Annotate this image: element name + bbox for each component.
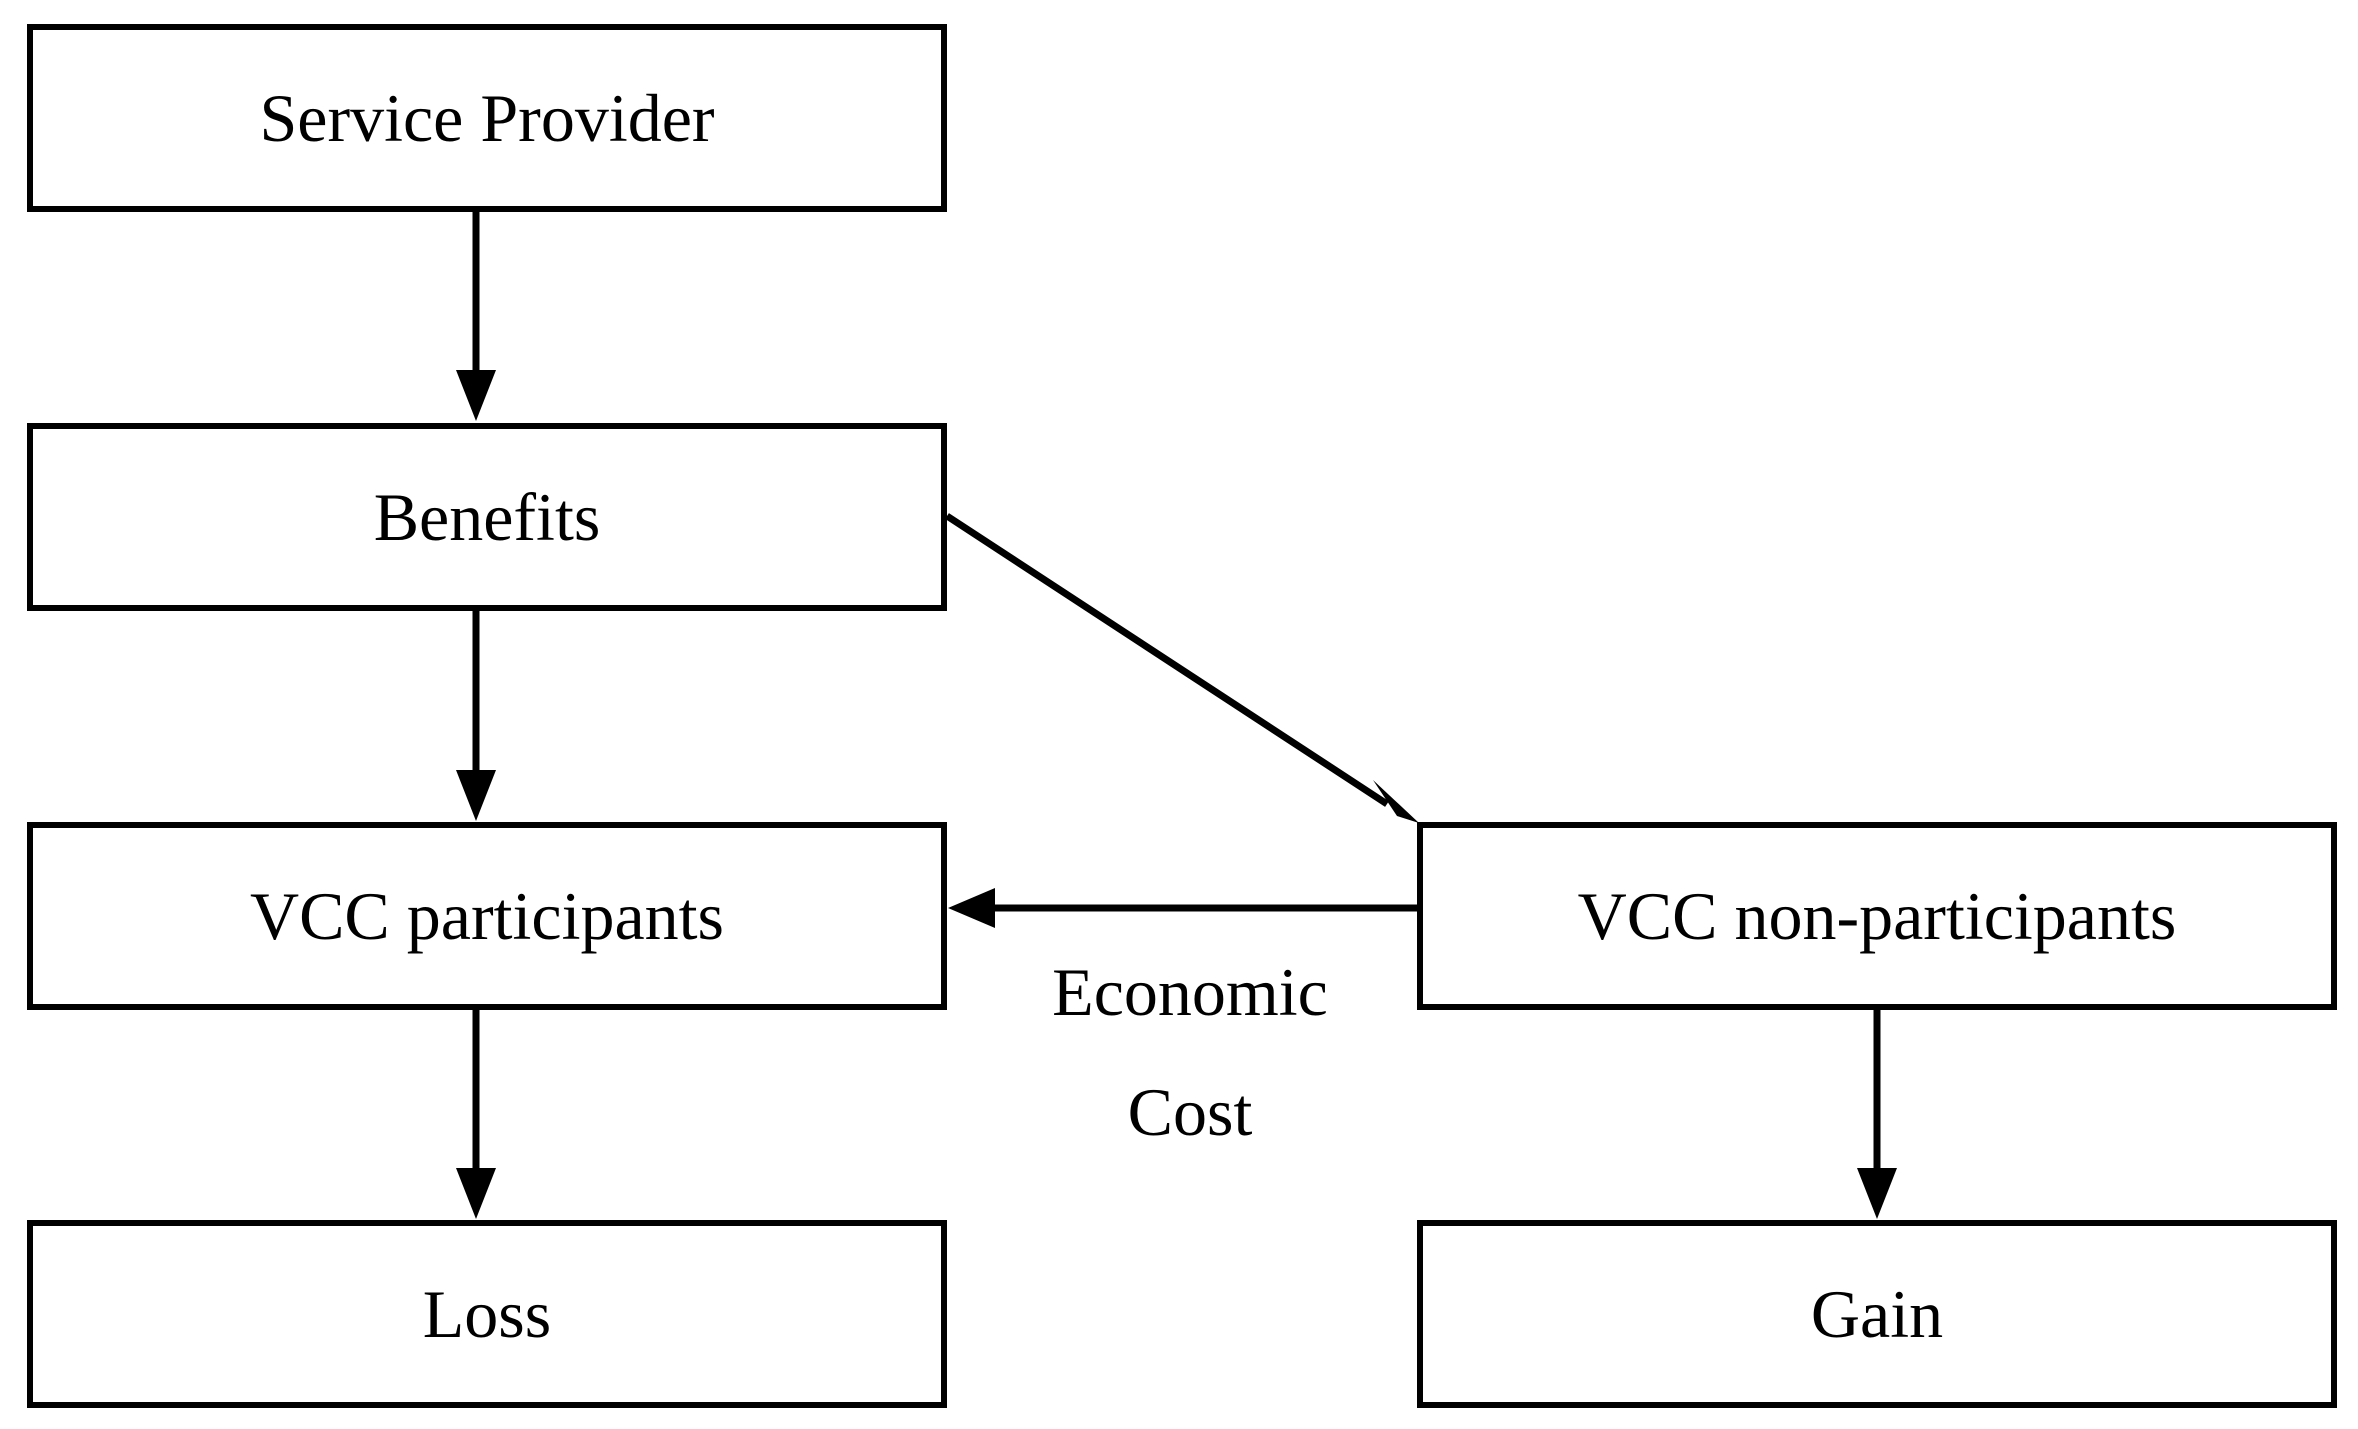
benefits-box: Benefits [27,423,947,611]
arrowhead-non-participants-to-participants [948,888,995,928]
benefits-label: Benefits [373,479,601,555]
arrow-benefits-to-non-participants [945,513,1389,807]
gain-box: Gain [1417,1220,2337,1408]
service-provider-label: Service Provider [259,80,715,156]
loss-label: Loss [422,1276,552,1352]
vcc-non-participants-label: VCC non-participants [1577,878,2177,954]
service-provider-box: Service Provider [27,24,947,212]
arrowhead-non-participants-to-gain [1857,1168,1897,1219]
arrowhead-benefits-to-participants [456,770,496,821]
vcc-participants-label: VCC participants [249,878,725,954]
economic-cost-label-line1: Economic [1052,954,1328,1030]
loss-box: Loss [27,1220,947,1408]
arrowhead-benefits-to-non-participants [1373,780,1419,823]
vcc-non-participants-box: VCC non-participants [1417,822,2337,1010]
gain-label: Gain [1810,1276,1944,1352]
arrowhead-participants-to-loss [456,1168,496,1219]
vcc-participants-box: VCC participants [27,822,947,1010]
economic-cost-label-line2: Cost [1127,1074,1253,1150]
arrowhead-provider-to-benefits [456,370,496,421]
